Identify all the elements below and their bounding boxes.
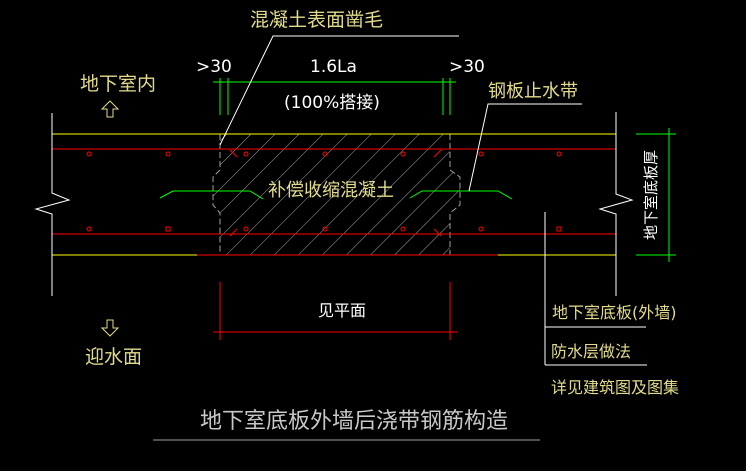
label-compensating-concrete: 补偿收缩混凝土 xyxy=(268,180,394,201)
label-steel-waterstop: 钢板止水带 xyxy=(488,81,578,102)
label-surface-roughen: 混凝土表面凿毛 xyxy=(250,9,383,31)
label-water-side: 迎水面 xyxy=(85,346,142,368)
plan-dimension xyxy=(213,282,458,340)
label-gt30-right: >30 xyxy=(449,57,485,77)
label-slab-wall: 地下室底板(外墙) xyxy=(552,303,677,322)
up-arrow-icon xyxy=(100,100,120,118)
thickness-dimension xyxy=(636,128,676,262)
label-slab-thickness: 地下室底板厚 xyxy=(642,150,660,240)
label-waterproof-method: 防水层做法 xyxy=(551,342,631,361)
label-see-drawings: 详见建筑图及图集 xyxy=(551,378,679,397)
down-arrow-icon xyxy=(100,319,120,337)
label-basement-inside: 地下室内 xyxy=(80,73,156,95)
label-lap-length: 1.6La xyxy=(310,57,357,77)
post-pour-strip xyxy=(212,134,461,255)
label-lap-percent: (100%搭接) xyxy=(284,93,380,113)
label-see-plan: 见平面 xyxy=(318,301,366,320)
lap-dimension xyxy=(213,78,456,115)
rebar-dots xyxy=(86,149,562,237)
break-lines xyxy=(34,112,634,365)
drawing-title: 地下室底板外墙后浇带钢筋构造 xyxy=(200,409,508,434)
label-gt30-left: >30 xyxy=(196,57,232,77)
steel-waterstop xyxy=(159,190,513,200)
leaders xyxy=(219,35,647,366)
slab-lines xyxy=(52,133,616,256)
